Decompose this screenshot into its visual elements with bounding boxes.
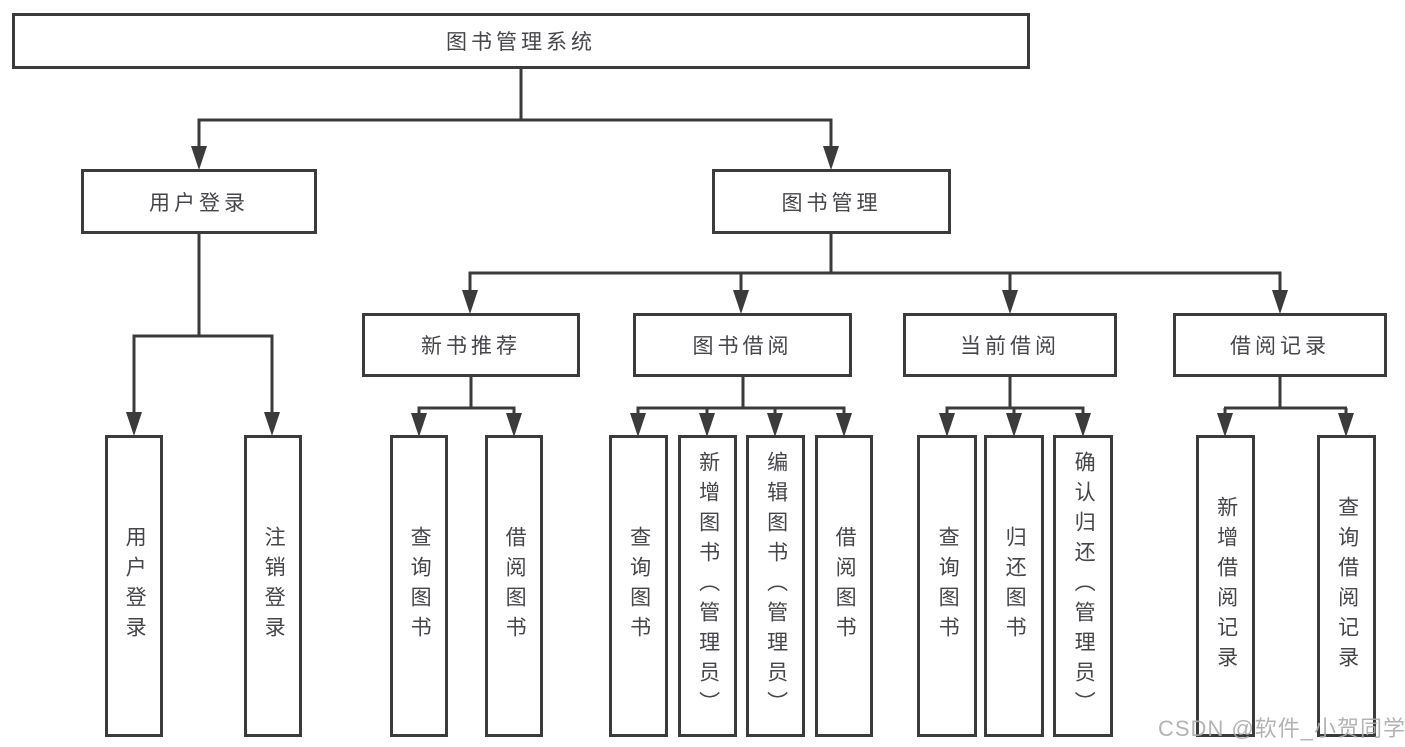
connector-user-login-to-children (126, 234, 280, 436)
connector-book-borrowing-to-children (630, 377, 852, 437)
leaf-query-borrow-record: 查询借阅记录 (1317, 435, 1376, 737)
leaf-query-books-3: 查询图书 (917, 435, 977, 737)
leaf-logout: 注销登录 (244, 435, 302, 737)
connector-new-book-recommend-to-children (411, 377, 522, 437)
leaf-label: 注销登录 (262, 526, 286, 646)
leaf-edit-book-admin: 编辑图书（管理员） (746, 435, 805, 737)
connector-book-management-to-level3 (462, 234, 1288, 314)
leaf-query-books-2: 查询图书 (609, 435, 668, 737)
csdn-watermark: CSDN @软件_小贺同学 (1158, 716, 1405, 741)
node-book-management: 图书管理 (712, 169, 951, 234)
connector-root-to-level2 (191, 69, 839, 170)
leaf-label: 确认归还（管理员） (1072, 451, 1096, 721)
leaf-label: 查询图书 (408, 526, 432, 646)
leaf-label: 查询图书 (627, 526, 651, 646)
leaf-borrow-books-1: 借阅图书 (485, 435, 543, 737)
leaf-label: 编辑图书（管理员） (764, 451, 788, 721)
connector-current-borrowing-to-children (939, 377, 1091, 437)
leaf-label: 查询图书 (936, 526, 960, 646)
leaf-borrow-books-2: 借阅图书 (815, 435, 873, 737)
node-book-borrowing: 图书借阅 (633, 313, 852, 377)
leaf-add-book-admin: 新增图书（管理员） (678, 435, 737, 737)
leaf-confirm-return-admin: 确认归还（管理员） (1053, 435, 1113, 737)
node-borrowing-records: 借阅记录 (1173, 313, 1387, 377)
connector-borrowing-records-to-children (1217, 377, 1354, 437)
node-current-borrowing: 当前借阅 (903, 313, 1117, 377)
node-root: 图书管理系统 (12, 13, 1030, 69)
node-user-login: 用户登录 (81, 169, 317, 234)
leaf-label: 新增图书（管理员） (696, 451, 720, 721)
leaf-label: 借阅图书 (503, 526, 527, 646)
leaf-label: 归还图书 (1003, 526, 1027, 646)
leaf-return-books: 归还图书 (984, 435, 1044, 737)
leaf-label: 新增借阅记录 (1214, 496, 1238, 676)
leaf-label: 用户登录 (123, 526, 147, 646)
leaf-label: 借阅图书 (833, 526, 857, 646)
node-new-book-recommend: 新书推荐 (362, 313, 580, 377)
leaf-user-login: 用户登录 (105, 435, 163, 737)
leaf-label: 查询借阅记录 (1335, 496, 1359, 676)
leaf-add-borrow-record: 新增借阅记录 (1196, 435, 1255, 737)
leaf-query-books-1: 查询图书 (390, 435, 448, 737)
